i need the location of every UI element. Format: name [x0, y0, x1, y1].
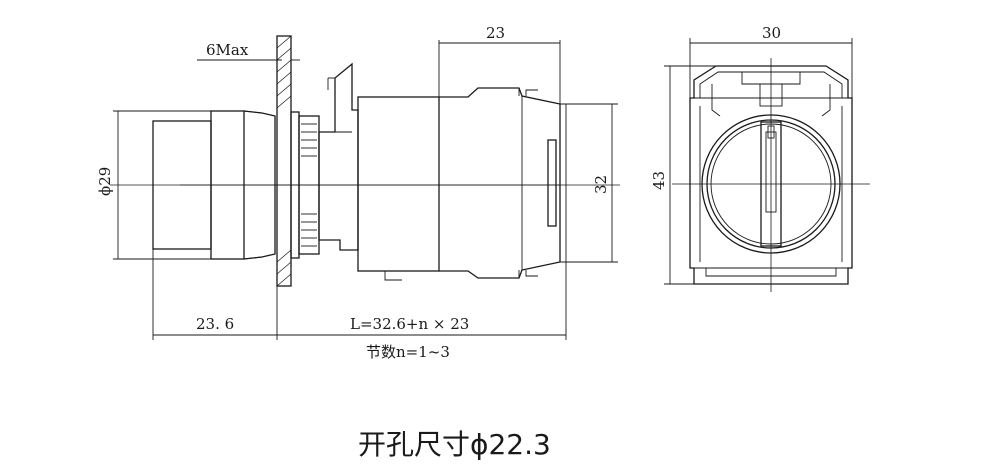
cutout-size-caption: 开孔尺寸ϕ22.3: [358, 428, 551, 461]
dimension-43: 43: [650, 65, 716, 285]
contact-block-module: [439, 87, 561, 279]
nut-threads: [301, 123, 317, 247]
dimension-32: 32: [566, 103, 618, 263]
contact-block-body: [357, 96, 440, 272]
label-6max: 6Max: [206, 41, 249, 59]
panel-hatching-bottom: [276, 249, 292, 287]
label-length-formula: L=32.6+n × 23: [350, 315, 469, 333]
front-housing: [689, 65, 853, 285]
label-23-6: 23. 6: [196, 315, 234, 333]
dimension-length: 23. 6 L=32.6+n × 23 节数n=1~3: [152, 249, 567, 361]
label-30: 30: [762, 24, 781, 42]
label-43: 43: [650, 171, 668, 190]
front-view: [672, 58, 870, 292]
label-phi29: ϕ29: [96, 167, 114, 196]
label-sections: 节数n=1~3: [366, 343, 450, 361]
label-32: 32: [592, 175, 610, 194]
dimension-6max: 6Max: [197, 41, 300, 61]
terminal-window: [547, 139, 557, 227]
dimension-30: 30: [689, 24, 853, 98]
side-view: [110, 35, 620, 287]
adaptor-clip: [318, 62, 359, 251]
dimension-23-top: 23: [438, 24, 561, 104]
label-23-top: 23: [486, 24, 505, 42]
panel-hatching-top: [276, 35, 292, 109]
dimension-phi29: ϕ29: [96, 110, 211, 260]
